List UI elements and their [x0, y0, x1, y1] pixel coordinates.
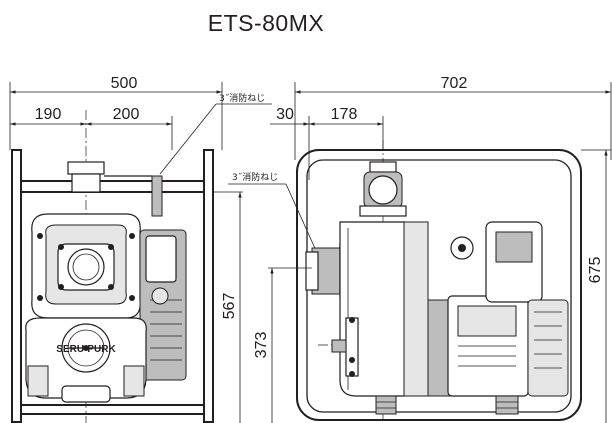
front-pump-body	[31, 213, 141, 319]
dim-offset: 30	[276, 106, 294, 123]
dim-outlet-offset: 178	[331, 106, 358, 123]
front-discharge-pipe	[67, 161, 163, 217]
dim-overall-width: 500	[111, 75, 138, 92]
model-title: ETS-80MX	[208, 10, 324, 36]
dim-left-to-center: 190	[35, 106, 62, 123]
front-view: 500 190 200	[9, 75, 243, 423]
front-lower-casing: SERU-PURK	[25, 317, 147, 403]
dim-front-height: 567	[221, 293, 238, 320]
suction-note: 3˝消防ねじ	[232, 171, 278, 183]
dim-overall-depth: 702	[441, 75, 468, 92]
side-discharge-outlet	[359, 161, 407, 217]
side-pump-casing	[331, 221, 429, 415]
dim-center-to-right: 200	[113, 106, 140, 123]
front-engine	[139, 229, 187, 381]
front-frame	[11, 149, 214, 423]
pump-logo: SERU-PURK	[56, 344, 116, 355]
discharge-note: 3˝消防ねじ	[219, 92, 265, 104]
side-view: 702 30 178	[253, 75, 612, 423]
side-suction-port	[305, 244, 341, 298]
dim-side-height: 675	[587, 257, 604, 284]
side-frame-outer	[296, 149, 582, 421]
dim-outlet-height: 373	[253, 332, 270, 359]
side-engine	[427, 221, 569, 415]
leader-notes: 3˝消防ねじ 3˝消防ねじ	[159, 92, 319, 256]
